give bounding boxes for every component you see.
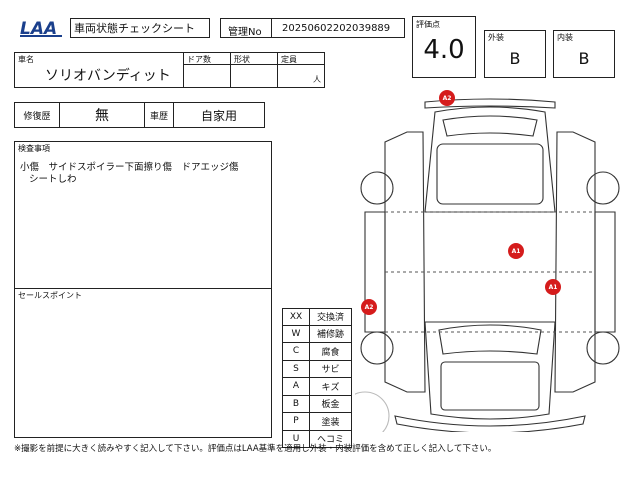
wheel-front-left [360,171,394,205]
damage-marker-left-door: A1 [508,243,524,259]
hood-panel [440,361,540,411]
mgmt-label: 管理No [228,27,262,38]
damage-marker-side-sill: A2 [361,299,377,315]
mgmt-value-box [271,18,405,38]
sheet-title: 車両状態チェックシート [74,22,195,35]
interior-value: B [578,49,590,68]
left-side-outline [384,131,426,393]
capacity-box: 定員 人 [277,52,325,88]
damage-marker-right-door: A1 [545,279,561,295]
interior-label: 内装 [557,33,573,42]
doors-box: ドア数 [183,52,231,88]
roof-panel [436,143,544,205]
car-diagram [355,98,620,432]
vehicle-name-label: 車名 [18,55,34,64]
spoiler-outline [424,98,556,109]
wheel-front-right [586,171,620,205]
score-label: 評価点 [416,20,440,29]
vehicle-row-divider [183,64,325,65]
sales-label: セールスポイント [18,291,82,300]
mgmt-value: 20250602202039889 [282,23,391,34]
doors-label: ドア数 [187,55,211,64]
damage-marker-spoiler: A2 [439,90,455,106]
inspection-label: 検査事項 [18,144,50,153]
wheel-rear-left [360,331,394,365]
interior-box: 内装 B [553,30,615,78]
hood-outline [424,321,556,420]
front-bumper [394,415,586,432]
history-label-cell: 車歴 [144,102,174,128]
repair-value-cell: 無 [59,102,145,128]
score-value: 4.0 [423,35,465,65]
wheel-rear-right [586,331,620,365]
shape-box: 形状 [230,52,278,88]
roof-outline [424,106,556,213]
exterior-box: 外装 B [484,30,546,78]
exterior-value: B [509,49,521,68]
repair-label-cell: 修復歴 [14,102,60,128]
title-box [70,18,210,38]
shape-label: 形状 [234,55,250,64]
vehicle-name: ソリオバンディット [45,68,171,84]
footer-note: ※撮影を前提に大きく読みやすく記入して下さい。評価点はLAA基準を適用し外装・内… [14,444,497,454]
laa-logo: LAA [18,18,66,39]
right-sill [594,211,616,333]
repair-label: 修復歴 [23,111,51,122]
history-value: 自家用 [200,108,237,123]
history-label: 車歴 [149,111,168,122]
rear-window [442,115,538,137]
score-box: 評価点 4.0 [412,16,476,78]
capacity-label: 定員 [281,55,297,64]
right-side-outline [554,131,596,393]
vehicle-name-box: 車名 ソリオバンディット [14,52,184,88]
exterior-label: 外装 [488,33,504,42]
inspection-box: 検査事項 小傷 サイドスポイラー下面擦り傷 ドアエッジ傷 シートしわ [14,141,272,289]
inspection-line1: 小傷 サイドスポイラー下面擦り傷 ドアエッジ傷 [20,162,239,173]
spare-tire-circle [355,391,390,432]
repair-value: 無 [95,108,109,124]
sales-box: セールスポイント [14,288,272,438]
history-value-cell: 自家用 [173,102,265,128]
capacity-unit: 人 [313,75,321,84]
inspection-line2: シートしわ [29,174,77,185]
svg-text:LAA: LAA [20,19,57,38]
windshield [438,324,542,355]
